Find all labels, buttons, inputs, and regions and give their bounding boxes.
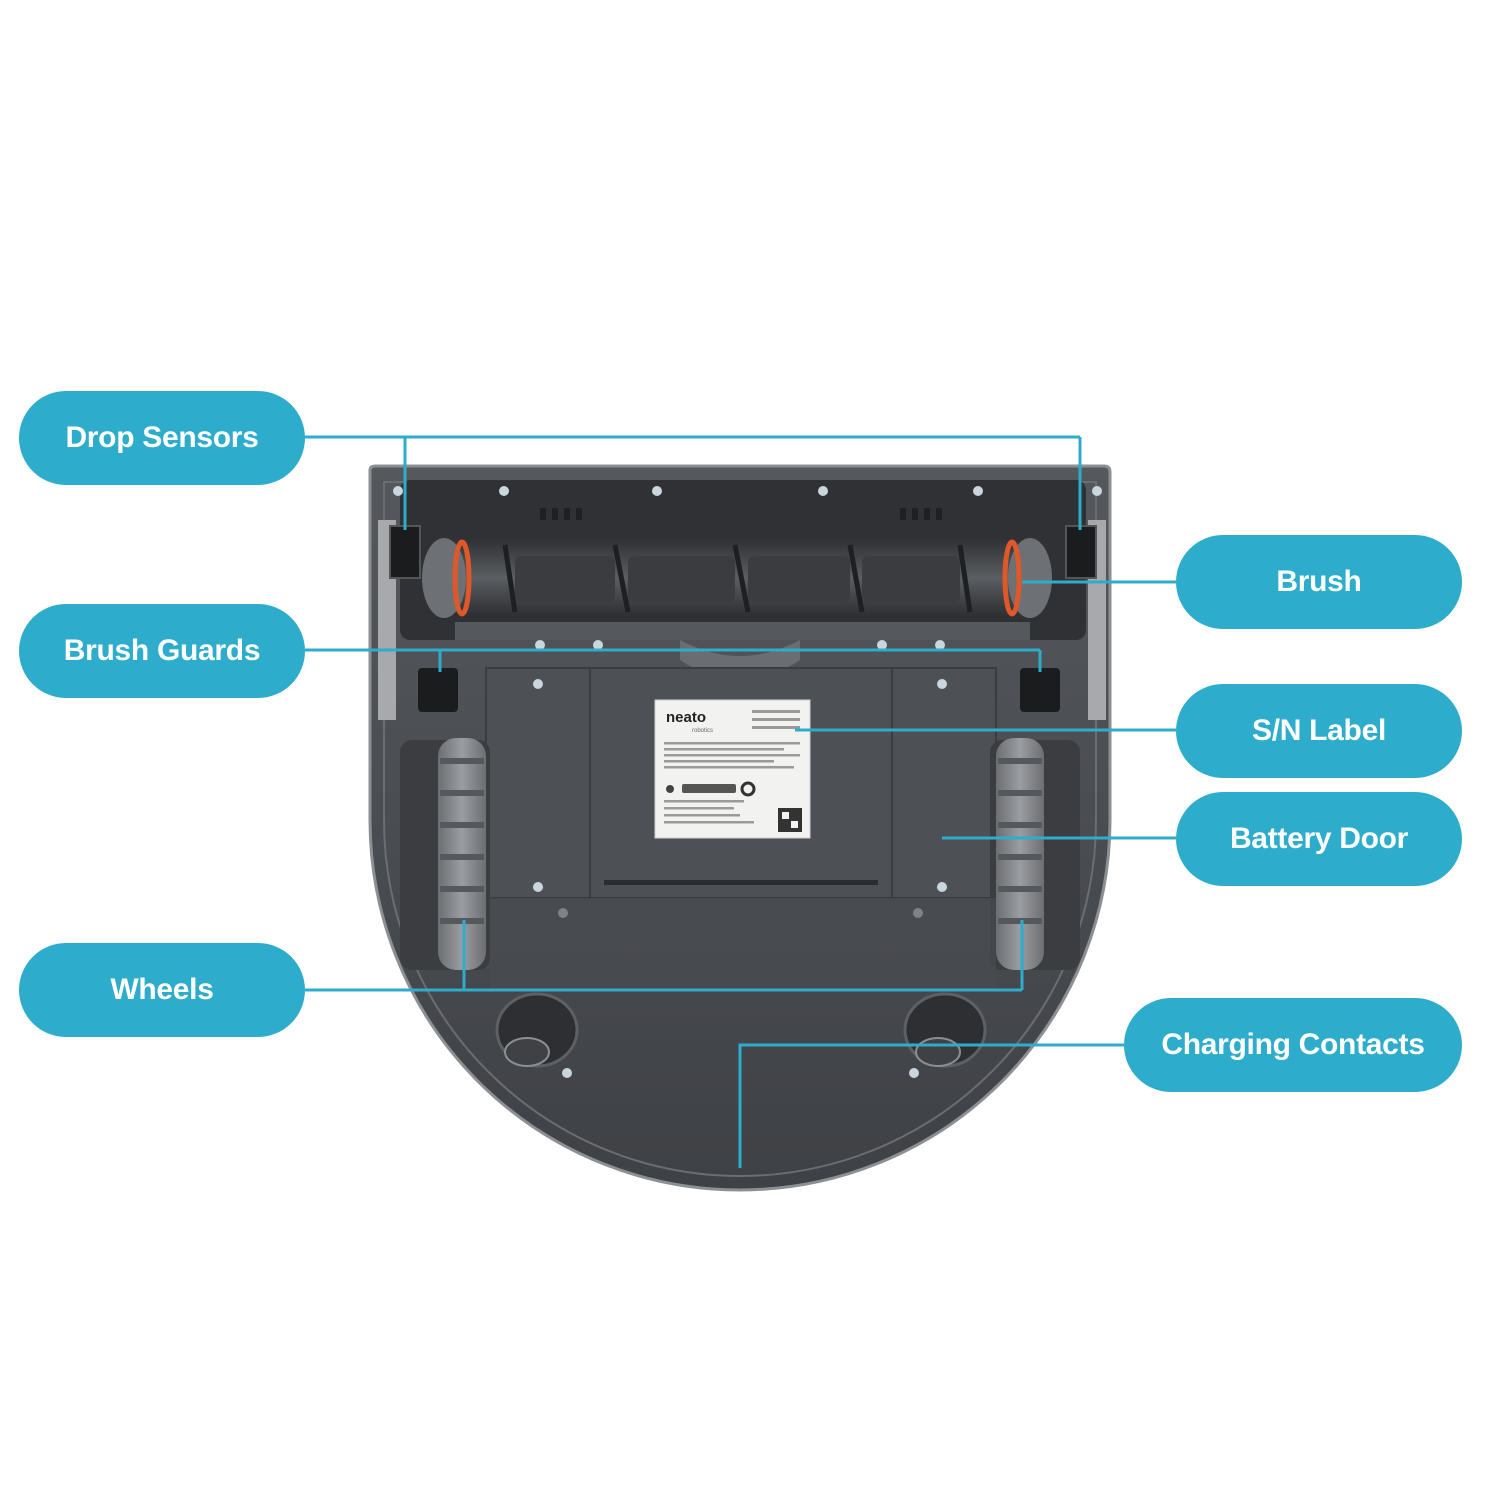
callout-charging-contacts: Charging Contacts bbox=[1124, 998, 1462, 1092]
brush-end-orange-left bbox=[452, 539, 472, 617]
callout-drop-sensors: Drop Sensors bbox=[19, 391, 305, 485]
leader-charging-contacts bbox=[738, 1043, 1124, 1168]
callout-wheels-label: Wheels bbox=[110, 973, 214, 1006]
callout-sn-label: S/N Label bbox=[1176, 684, 1462, 778]
callout-brush-guards: Brush Guards bbox=[19, 604, 305, 698]
callout-sn-label-label: S/N Label bbox=[1252, 714, 1386, 747]
leader-lines bbox=[305, 435, 1176, 1168]
callout-wheels: Wheels bbox=[19, 943, 305, 1037]
callout-charging-contacts-label: Charging Contacts bbox=[1161, 1028, 1425, 1061]
brush-guard-bar bbox=[455, 622, 1030, 640]
drop-sensor-left bbox=[389, 525, 421, 579]
sticker-brand: neato bbox=[666, 709, 706, 726]
callout-brush-guards-label: Brush Guards bbox=[63, 634, 261, 667]
brush-guard-left bbox=[418, 668, 458, 712]
sticker-brand-sub: robotics bbox=[692, 728, 713, 734]
callout-brush-label: Brush bbox=[1276, 565, 1362, 598]
screws-top bbox=[393, 486, 1102, 496]
brush-guard-right bbox=[1020, 668, 1060, 712]
leader-brush-guards bbox=[305, 648, 1042, 672]
qr-code bbox=[778, 808, 802, 832]
drop-sensor-right bbox=[1065, 525, 1097, 579]
callout-brush: Brush bbox=[1176, 535, 1462, 629]
brush-end-orange-right bbox=[1002, 539, 1022, 617]
callout-drop-sensors-label: Drop Sensors bbox=[65, 421, 259, 454]
callout-battery-door: Battery Door bbox=[1176, 792, 1462, 886]
leader-drop-sensors bbox=[305, 435, 1082, 530]
leader-wheels bbox=[305, 920, 1024, 992]
callout-battery-door-label: Battery Door bbox=[1229, 822, 1409, 855]
